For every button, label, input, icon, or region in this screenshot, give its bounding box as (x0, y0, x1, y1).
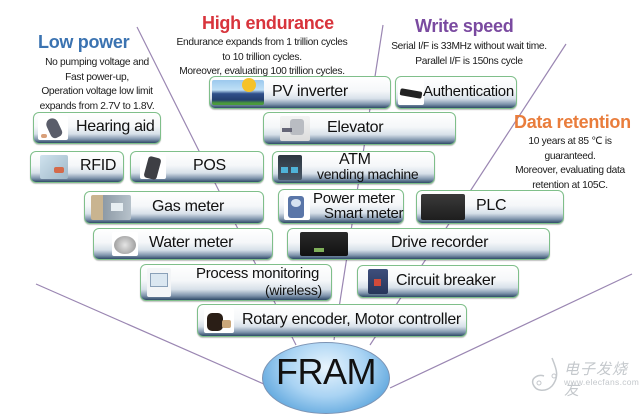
app-label: PV inverter (272, 83, 348, 100)
app-label: Authentication (423, 83, 514, 100)
desc-line: Serial I/F is 33MHz without wait time. (391, 41, 547, 52)
app-box-water-meter: Water meter (93, 228, 273, 260)
watermark-url: www.elecfans.com (564, 377, 640, 387)
desc-line: to 10 trillion cycles. (222, 51, 302, 63)
high-endurance-title: High endurance (202, 13, 334, 33)
desc-line: Operation voltage low limit (41, 86, 153, 98)
desc-line: Parallel I/F is 150ns cycle (415, 55, 523, 67)
desc-line: Endurance expands from 1 trillion cycles (176, 37, 348, 48)
desc-line: 10 years at 85 ℃ is (528, 136, 612, 147)
app-label-secondary: Smart meter (324, 205, 404, 222)
desc-line: No pumping voltage and (45, 57, 149, 68)
recorder-box-icon (300, 232, 348, 256)
desc-line: Moreover, evaluating 100 trillion cycles… (179, 66, 345, 78)
app-label: RFID (80, 157, 117, 174)
motor-icon (204, 308, 234, 333)
app-box-hearing-aid: Hearing aid (33, 112, 161, 144)
desc-line: expands from 2.7V to 1.8V. (39, 100, 155, 112)
watermark: 电子发烧友 www.elecfans.com (530, 356, 640, 399)
app-label: ATM (339, 151, 371, 168)
monitor-panel-icon (147, 268, 171, 297)
data-retention-description: 10 years at 85 ℃ is guaranteed. Moreover… (508, 135, 632, 193)
app-box-pos: POS (130, 151, 264, 183)
data-retention-title: Data retention (514, 112, 631, 132)
power-meter-icon (284, 193, 310, 220)
app-label: Power meter (313, 190, 395, 207)
app-label: Water meter (149, 234, 234, 251)
breaker-icon (368, 269, 388, 294)
app-label: Gas meter (152, 198, 224, 215)
card-terminal-icon (140, 155, 166, 181)
fram-label: FRAM (276, 351, 377, 392)
water-meter-icon (112, 232, 138, 256)
app-box-authentication: Authentication (395, 76, 517, 109)
app-label: Process monitoring (196, 265, 319, 282)
app-label-secondary: (wireless) (265, 282, 322, 298)
solar-panel-icon (212, 78, 264, 105)
hearing-aid-icon (38, 116, 68, 140)
app-label-secondary: vending machine (317, 166, 419, 182)
app-label: PLC (476, 197, 507, 214)
elevator-motor-icon (280, 116, 310, 141)
rfid-card-icon (40, 155, 68, 179)
divider-line-left-outer (35, 283, 283, 393)
fram-center-ellipse: FRAM (262, 342, 390, 414)
app-label: Hearing aid (76, 118, 155, 135)
watermark-text-cn: 电子发烧友 (564, 361, 629, 399)
app-label: Elevator (327, 119, 384, 136)
write-speed-description: Serial I/F is 33MHz without wait time. P… (384, 40, 554, 69)
usb-key-icon (398, 80, 424, 105)
app-box-rotary-encoder: Rotary encoder, Motor controller (197, 304, 467, 337)
app-box-plc: PLC (416, 190, 564, 224)
atm-icon (278, 155, 302, 180)
desc-line: Fast power-up, (65, 71, 129, 83)
app-box-pv-inverter: PV inverter (209, 76, 391, 109)
desc-line: Moreover, evaluating data (515, 165, 625, 177)
watermark-logo-icon (531, 357, 558, 391)
low-power-title: Low power (38, 32, 130, 52)
app-box-power-meter: Power meter Smart meter (278, 189, 404, 224)
write-speed-title: Write speed (415, 16, 514, 36)
app-label: Rotary encoder, Motor controller (242, 311, 461, 328)
app-label: Drive recorder (391, 234, 489, 251)
app-box-process-monitoring: Process monitoring (wireless) (140, 264, 332, 301)
app-label: Circuit breaker (396, 272, 496, 289)
desc-line: retention at 105C. (532, 179, 608, 191)
app-box-drive-recorder: Drive recorder (287, 228, 550, 260)
app-box-gas-meter: Gas meter (84, 191, 264, 224)
app-box-rfid: RFID (30, 151, 124, 183)
desc-line: guaranteed. (544, 150, 596, 162)
app-box-atm: ATM vending machine (272, 151, 435, 184)
app-label: POS (193, 157, 226, 174)
high-endurance-description: Endurance expands from 1 trillion cycles… (168, 36, 356, 80)
plc-rack-icon (421, 194, 465, 220)
app-box-elevator: Elevator (263, 112, 456, 145)
app-box-circuit-breaker: Circuit breaker (357, 265, 519, 298)
divider-line-right-outer (389, 273, 633, 389)
gas-meter-icon (91, 195, 131, 220)
low-power-description: No pumping voltage and Fast power-up, Op… (30, 56, 164, 114)
